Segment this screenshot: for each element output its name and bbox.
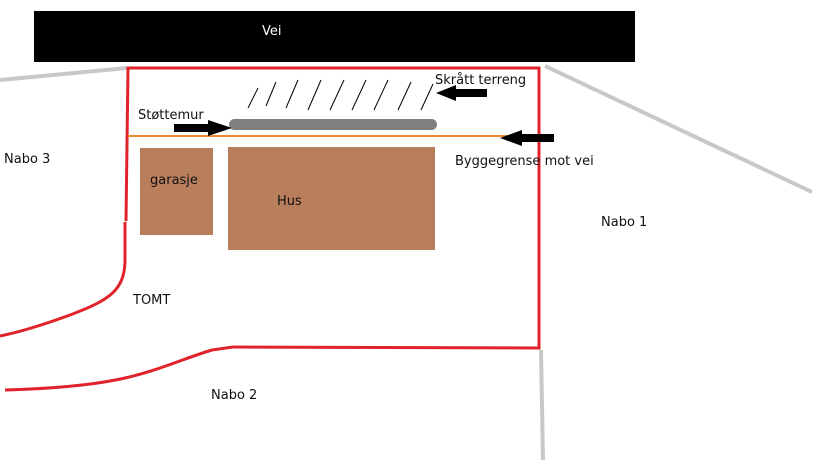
hatch-mark bbox=[329, 79, 345, 111]
hatch-mark bbox=[285, 79, 299, 109]
neighbor-line-left bbox=[0, 66, 128, 82]
neighbor-3-label: Nabo 3 bbox=[4, 152, 51, 167]
garage-label: garasje bbox=[150, 173, 198, 188]
road bbox=[34, 11, 635, 62]
sloped-terrain-hatching bbox=[247, 79, 434, 111]
sloped-terrain-label: Skrått terreng bbox=[435, 73, 527, 88]
retaining-wall-label: Støttemur bbox=[138, 108, 204, 123]
plot-boundary bbox=[124, 66, 541, 350]
neighbor-line-right bbox=[544, 64, 813, 194]
neighbor-2-label: Nabo 2 bbox=[211, 388, 258, 403]
plot-boundary-left-curve bbox=[0, 222, 127, 338]
arrow-building-line bbox=[500, 130, 554, 146]
hatch-mark bbox=[420, 83, 434, 111]
hatch-mark bbox=[307, 79, 322, 111]
plot-label: TOMT bbox=[133, 293, 171, 308]
house bbox=[228, 147, 435, 250]
arrow-retaining-wall bbox=[174, 120, 232, 136]
hatch-mark bbox=[247, 87, 259, 109]
house-label: Hus bbox=[277, 194, 302, 209]
plot-boundary-bottom-curve bbox=[4, 345, 234, 392]
arrow-sloped-terrain bbox=[436, 85, 487, 101]
hatch-mark bbox=[265, 81, 277, 107]
neighbor-1-label: Nabo 1 bbox=[601, 215, 648, 230]
hatch-mark bbox=[351, 79, 367, 111]
neighbor-line-bottom bbox=[539, 349, 545, 460]
retaining-wall bbox=[229, 119, 437, 130]
hatch-mark bbox=[373, 79, 389, 111]
road-label: Vei bbox=[262, 24, 282, 39]
hatch-mark bbox=[397, 81, 412, 111]
building-line-label: Byggegrense mot vei bbox=[455, 154, 594, 169]
garage bbox=[140, 148, 213, 235]
